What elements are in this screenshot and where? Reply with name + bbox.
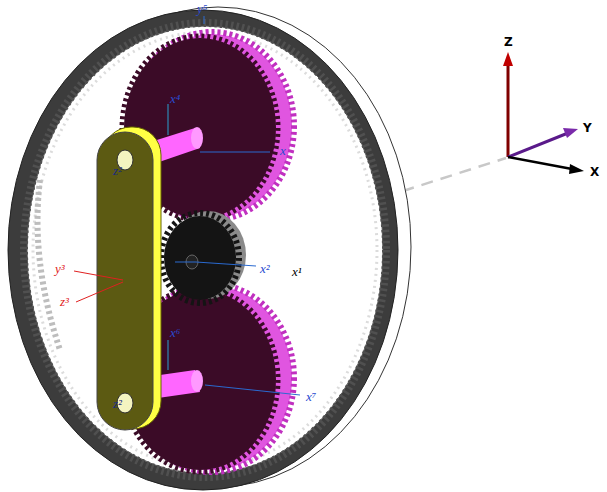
axis-label: Y: [583, 122, 592, 134]
frame-label: x⁷: [306, 390, 316, 403]
frame-label: x⁶: [170, 326, 180, 339]
axis-label: Z: [504, 36, 513, 48]
frame-label: z³: [60, 295, 69, 308]
frame-label: y⁵: [197, 2, 207, 15]
frame-label: z²: [113, 397, 122, 410]
frame-label: x¹: [292, 265, 302, 278]
frame-label: y³: [55, 262, 65, 275]
frame-label: z²: [113, 164, 122, 177]
frame-label: x: [280, 144, 286, 157]
frame-label: x⁴: [170, 92, 180, 105]
axis-label: X: [590, 166, 599, 178]
frame-label: x²: [260, 262, 270, 275]
